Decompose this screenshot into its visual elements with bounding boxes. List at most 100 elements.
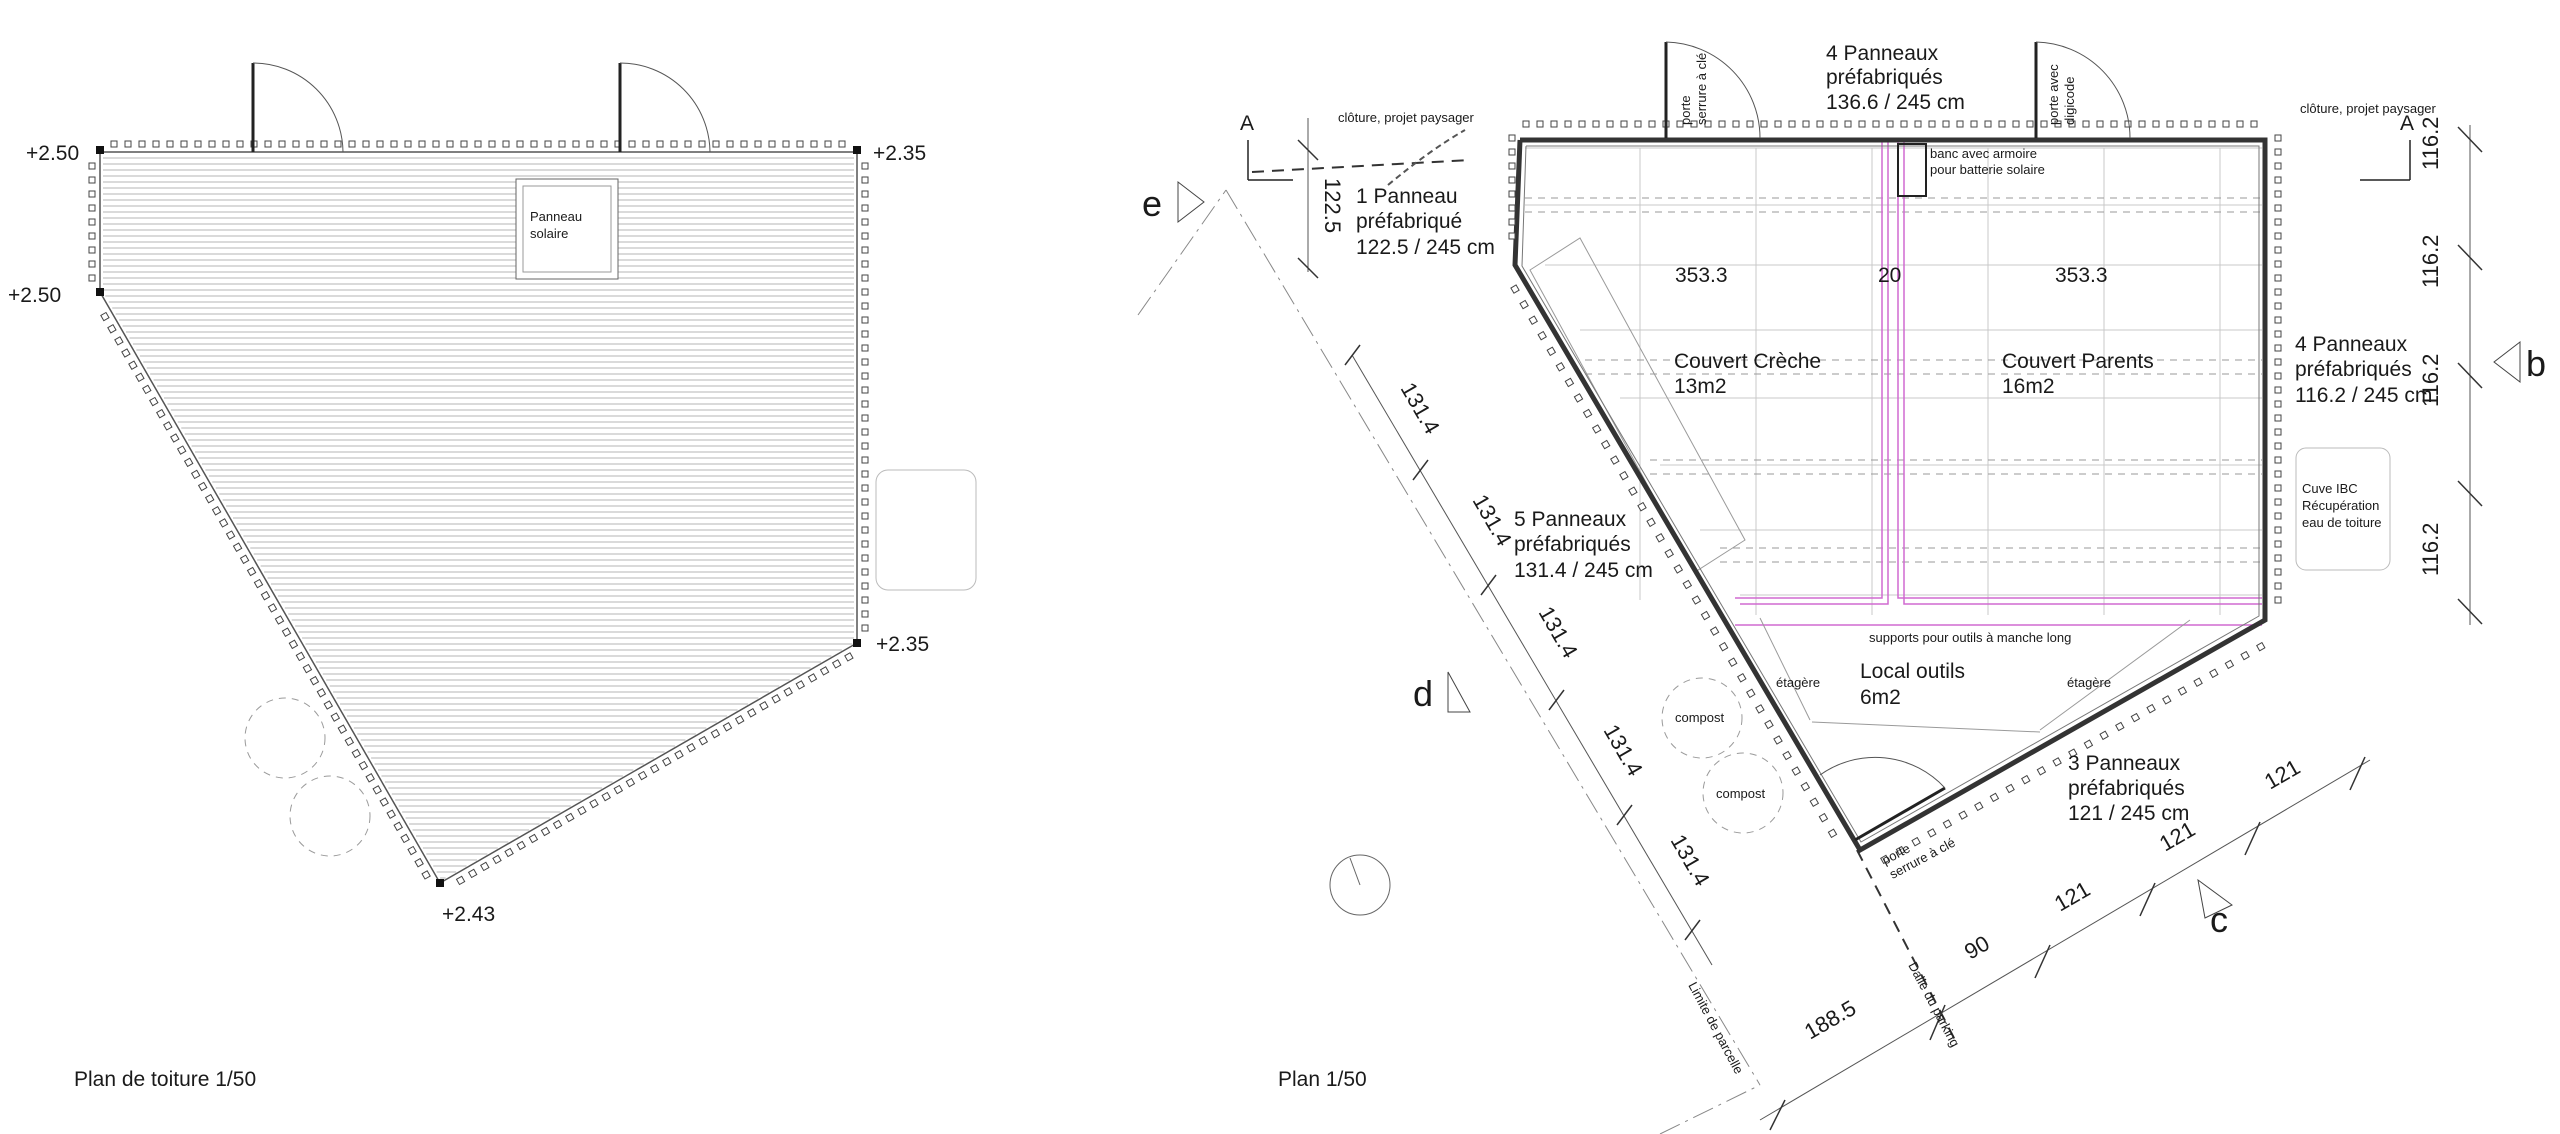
joist (121, 348, 131, 358)
joist (861, 386, 869, 394)
level-label: +2.50 (8, 284, 61, 307)
joist (1634, 120, 1642, 128)
joist (418, 140, 426, 148)
joist (1989, 792, 2000, 803)
joist (1648, 120, 1656, 128)
joist (1727, 657, 1738, 667)
dimension-label: 116.2 (2418, 235, 2443, 288)
shelf-label: étagère (1776, 675, 1820, 690)
ibc-tank-label: Cuve IBC Récupération eau de toiture (2302, 481, 2382, 530)
joist (1802, 120, 1810, 128)
fence-label: clôture, projet paysager (1338, 110, 1475, 125)
joist (1564, 377, 1575, 388)
shelf-label: étagère (2067, 675, 2111, 690)
svg-text:116.2 / 245 cm: 116.2 / 245 cm (2295, 384, 2432, 407)
joist (232, 542, 243, 552)
joist (1774, 120, 1782, 128)
joist (2274, 232, 2282, 240)
joist (2274, 134, 2282, 142)
joist (861, 288, 869, 296)
dimension-label: 188.5 (1800, 995, 1860, 1044)
joist (1646, 517, 1656, 528)
joist (1764, 719, 1774, 730)
joist (474, 140, 482, 148)
joist (2012, 120, 2020, 128)
joist (1704, 120, 1712, 128)
joist (163, 421, 173, 431)
joist (2274, 456, 2282, 464)
joist (747, 708, 757, 718)
joist (2274, 442, 2282, 450)
joist (528, 833, 539, 844)
joist (2082, 120, 2090, 128)
joist (2274, 386, 2282, 394)
plot-limit-line (1225, 189, 1761, 1086)
joist (558, 140, 566, 148)
solar-panel-label: Panneau (530, 209, 582, 224)
partition-walls (1735, 140, 2262, 626)
floor-grid (1525, 147, 2262, 615)
joist (166, 140, 174, 148)
joist (782, 140, 790, 148)
joist (861, 428, 869, 436)
joist (1782, 750, 1792, 761)
joist (530, 140, 538, 148)
joist (686, 742, 696, 753)
joist (2005, 783, 2015, 794)
dimension-ticks (1344, 344, 1701, 941)
joist (861, 218, 869, 226)
joist (292, 140, 300, 148)
joist (152, 140, 160, 148)
joist (1958, 810, 1968, 820)
joist (1886, 120, 1894, 128)
joist (861, 596, 869, 604)
joist (1718, 120, 1726, 128)
joist (1620, 120, 1628, 128)
compost-label: compost (1716, 786, 1766, 801)
compost-outline (1702, 752, 1784, 834)
joist (861, 190, 869, 198)
joist (1809, 797, 1820, 807)
roof-door-right (618, 62, 711, 153)
joist (2162, 695, 2172, 705)
svg-text:banc avec armoire: banc avec armoire (1930, 146, 2037, 161)
joist (2110, 120, 2118, 128)
joist (138, 140, 146, 148)
elevation-markers (1177, 180, 2521, 919)
joist (1816, 120, 1824, 128)
joist (1578, 120, 1586, 128)
joist (365, 773, 375, 783)
tool-supports-label: supports pour outils à manche long (1869, 630, 2071, 645)
joist (432, 140, 440, 148)
joist (1956, 120, 1964, 128)
joist (2222, 120, 2230, 128)
joist (2274, 498, 2282, 506)
joist (149, 396, 159, 407)
joist (1673, 564, 1684, 574)
joist (1700, 610, 1711, 621)
joist (1927, 828, 1937, 838)
joist (2193, 677, 2203, 687)
joist (1508, 176, 1516, 184)
svg-text:121 / 245 cm: 121 / 245 cm (2068, 802, 2189, 825)
svg-text:136.6 / 245 cm: 136.6 / 245 cm (1826, 91, 1965, 114)
svg-text:5 Panneaux: 5 Panneaux (1514, 508, 1627, 531)
dimension-label: 353.3 (1675, 264, 1728, 287)
joist (771, 694, 781, 704)
panels-left-top-label: 1 Panneau préfabriqué 122.5 / 245 cm (1356, 185, 1495, 259)
dimension-label: 122.5 (1320, 178, 1345, 233)
svg-text:4 Panneaux: 4 Panneaux (1826, 42, 1939, 65)
joist (649, 763, 660, 774)
joist (1788, 120, 1796, 128)
joist (2146, 703, 2156, 714)
joist (110, 140, 118, 148)
joist (1800, 781, 1811, 792)
joist (197, 481, 208, 492)
joist (796, 140, 804, 148)
joist (180, 140, 188, 148)
joist (1664, 548, 1674, 559)
joist (334, 140, 342, 148)
tree-outline (244, 697, 326, 779)
compost-outline (1661, 677, 1743, 759)
